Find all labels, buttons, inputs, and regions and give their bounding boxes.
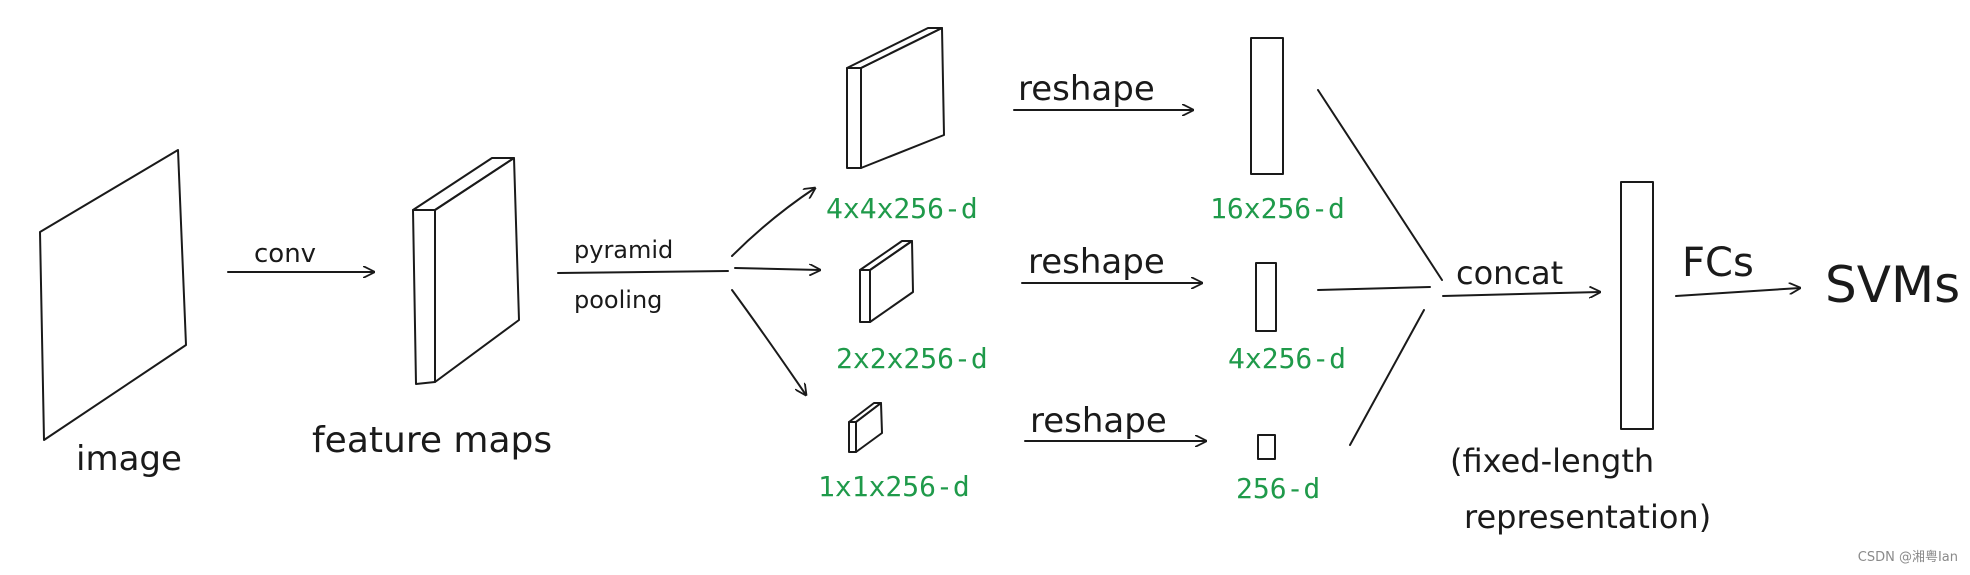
svms-label: SVMs <box>1825 256 1960 314</box>
dim-label-256: 256-d <box>1236 472 1320 505</box>
pool-2x2-block <box>859 240 914 323</box>
conv-label: conv <box>254 239 316 269</box>
fcs-label: FCs <box>1682 240 1754 286</box>
converge-line-top <box>1317 89 1443 281</box>
dim-label-1x1: 1x1x256-d <box>818 470 970 503</box>
concat-label: concat <box>1456 254 1563 292</box>
reshape-label-top: reshape <box>1018 69 1155 109</box>
dim-label-2x2: 2x2x256-d <box>836 342 988 375</box>
pool-4x4-block <box>846 27 945 169</box>
fan-arrow-mid <box>734 268 820 270</box>
vector-16x256 <box>1250 37 1284 175</box>
concat-arrow <box>1442 292 1600 296</box>
feature-maps-block <box>412 157 520 385</box>
pool-1x1-block <box>848 402 883 453</box>
fan-arrow-bot <box>731 289 806 395</box>
fcs-arrow <box>1675 288 1800 297</box>
feature-maps-label: feature maps <box>312 420 552 461</box>
pyramid-label: pyramid <box>574 236 673 264</box>
vector-4x256 <box>1255 262 1277 332</box>
representation-label: representation) <box>1464 498 1711 536</box>
fixed-length-label: (fixed-length <box>1450 442 1654 480</box>
fixed-length-vector <box>1620 181 1654 430</box>
pyramid-pooling-line <box>557 270 729 274</box>
vector-256 <box>1257 434 1276 460</box>
image-label: image <box>76 439 182 479</box>
reshape-label-mid: reshape <box>1028 242 1165 282</box>
converge-line-bot <box>1349 309 1425 446</box>
pooling-label: pooling <box>574 286 662 314</box>
dim-label-4x4: 4x4x256-d <box>826 192 978 225</box>
watermark: CSDN @湘粤Ian <box>1857 550 1958 565</box>
reshape-label-bot: reshape <box>1030 401 1167 441</box>
dim-label-16x256: 16x256-d <box>1210 192 1345 225</box>
fan-arrow-top <box>731 188 815 257</box>
dim-label-4x256: 4x256-d <box>1228 342 1346 375</box>
input-image-plane <box>39 149 187 441</box>
converge-line-mid <box>1317 286 1431 291</box>
